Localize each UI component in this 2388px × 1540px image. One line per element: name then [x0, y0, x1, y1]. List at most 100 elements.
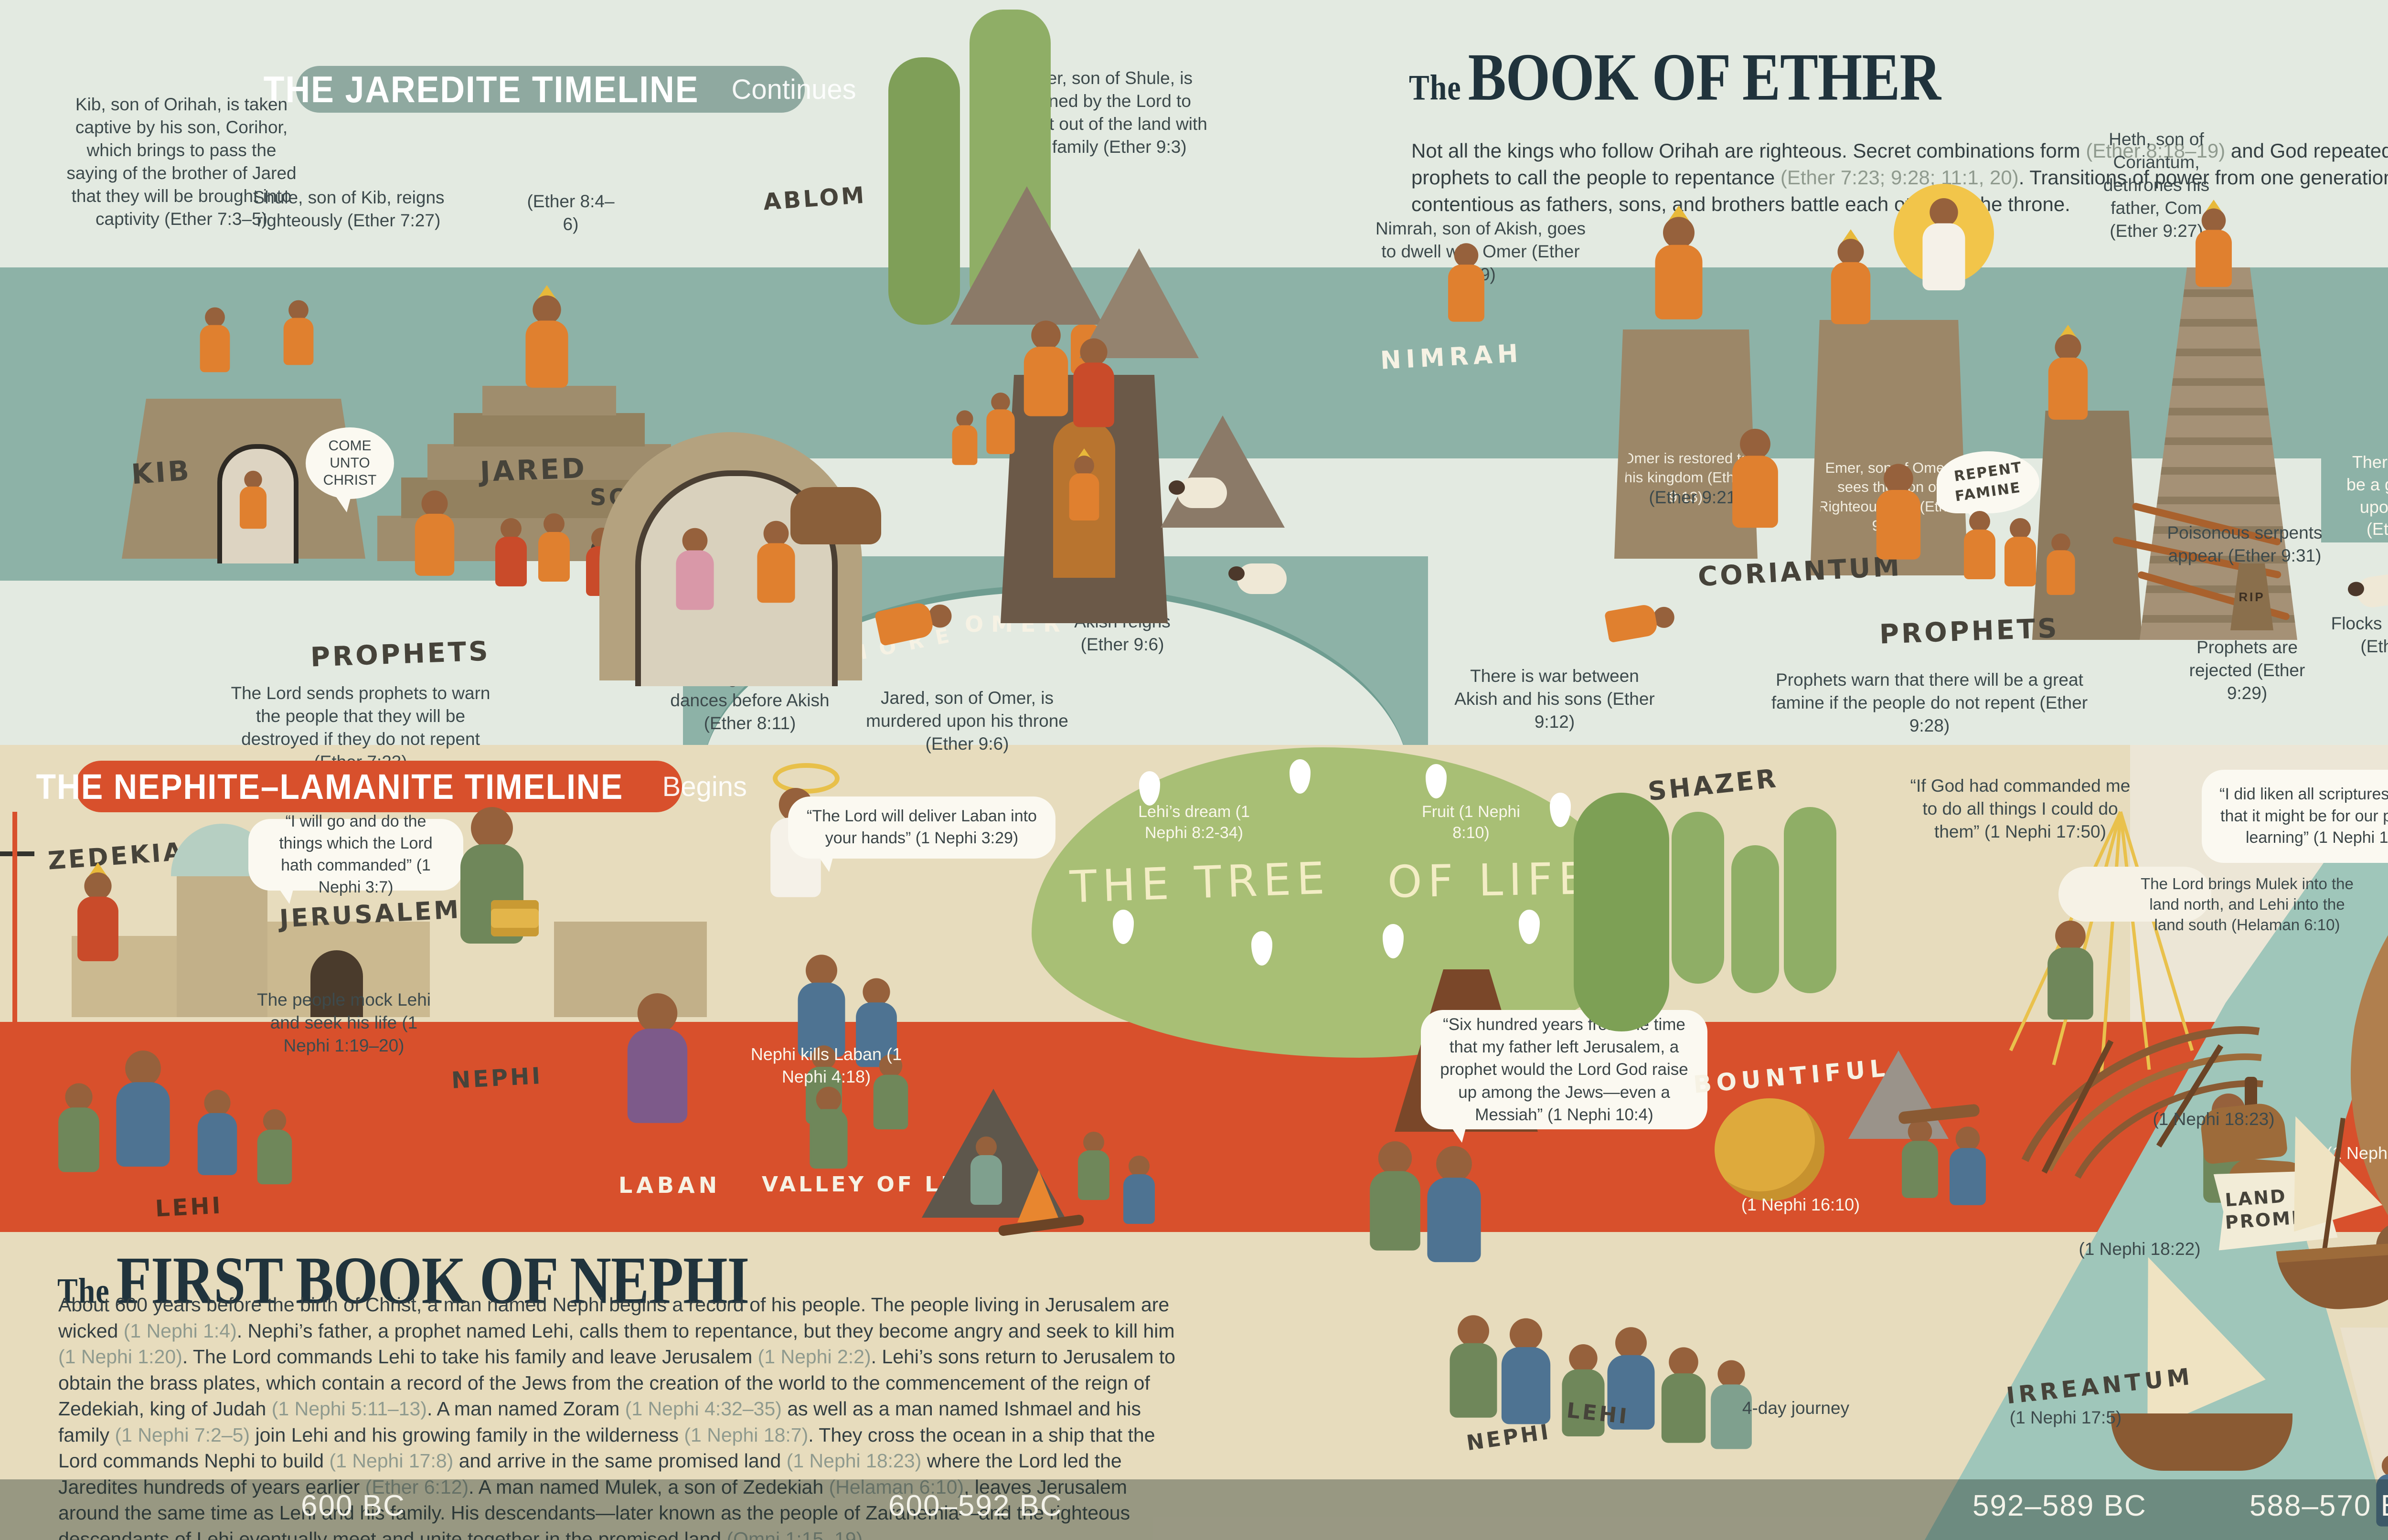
figure-omer-father — [1023, 320, 1069, 416]
teal-band-right-extension — [2321, 457, 2388, 542]
caption-jared-murdered: Jared, son of Omer, is murdered upon his… — [866, 688, 1068, 754]
fruit-6 — [1251, 931, 1272, 966]
date-600-592-bc: 600–592 BC — [888, 1489, 1063, 1522]
docked-ship-hull — [2111, 1413, 2292, 1471]
tree-omer-1 — [888, 57, 960, 325]
date-592-589-bc: 592–589 BC — [1972, 1489, 2147, 1522]
figure-nephi-praying — [2046, 920, 2095, 1020]
figure-zedekiah — [76, 862, 120, 961]
label-jared: JARED — [479, 452, 588, 488]
figure-nephi-sword — [809, 1086, 849, 1169]
caption-prophets-rejected: Prophets are rejected (Ether 9:29) — [2189, 637, 2305, 703]
rip-text: RIP — [2239, 589, 2265, 604]
ziggurat-step-4 — [454, 413, 645, 446]
figure-daughter-of-jared — [675, 528, 715, 610]
figure-omer-restored-king — [1654, 205, 1704, 319]
caption-omer-restored: Omer is restored to his kingdom (Ether 9… — [1621, 449, 1750, 507]
caption-fruit: Fruit (1 Nephi 8:10) — [1422, 803, 1520, 842]
fruit-4 — [1550, 793, 1571, 827]
figure-nephi-speaking — [1368, 1141, 1422, 1251]
figure-walk-6 — [1710, 1360, 1753, 1449]
landmass — [2350, 935, 2388, 1216]
gold-plates — [491, 900, 539, 936]
nephite-timeline-header: THE NEPHITE–LAMANITE TIMELINE Begins — [36, 761, 747, 812]
bubble-go-and-do: “I will go and do the things which the L… — [248, 812, 463, 904]
jaredite-header-suffix: Continues — [731, 74, 856, 105]
figure-slain — [1604, 599, 1677, 644]
caption-kib-captive: Kib, son of Orihah, is taken captive by … — [66, 95, 297, 229]
figure-nimrah — [1447, 243, 1486, 322]
figure-shule-king — [524, 285, 570, 388]
figure-omer-girl — [951, 410, 978, 465]
timeline-bar — [0, 1479, 2388, 1540]
ship-under-construction — [2021, 1026, 2263, 1179]
label-prophets-jaredite: PROPHETS — [309, 636, 491, 673]
label-prophets-ether: PROPHETS — [1878, 613, 2060, 650]
ref-ether-8-4-6: (Ether 8:4–6) — [527, 191, 615, 234]
ref-1-nephi-16-10: (1 Nephi 16:10) — [1741, 1195, 1860, 1214]
bubble-repent-famine: REPENT FAMINE — [1937, 451, 2039, 527]
figure-famine-woman — [2004, 518, 2037, 586]
figure-famine-man — [1963, 511, 1996, 579]
figure-swordsman-1 — [199, 307, 231, 372]
figure-famine-prophet — [1875, 464, 1922, 560]
first-nephi-title-main: FIRST BOOK OF NEPHI — [116, 1243, 750, 1318]
ether-title-the: The — [1409, 67, 1461, 108]
jaredite-timeline-header: THE JAREDITE TIMELINE Continues — [264, 66, 856, 113]
sun-rays — [2009, 811, 2194, 1075]
caption-lord-sends-prophets: The Lord sends prophets to warn the peop… — [231, 683, 490, 772]
figure-swordsman-2 — [283, 300, 315, 365]
figure-prophet-lead — [414, 490, 456, 576]
shazer-bush — [1574, 793, 1669, 1031]
ox-ablom — [790, 487, 881, 544]
sheep-1 — [1169, 478, 1227, 508]
caption-serpents: Poisonous serpents appear (Ether 9:31) — [2167, 523, 2323, 566]
figure-omer-boy — [986, 393, 1016, 454]
timeline-red-line — [12, 812, 17, 1022]
figure-carry-wood-2 — [1949, 1126, 1987, 1205]
tent-omer-3 — [1161, 415, 1285, 528]
ziggurat-step-5 — [482, 386, 616, 415]
bubble-come-unto-christ: COME UNTO CHRIST — [306, 427, 394, 512]
label-lehi-group: LEHI — [154, 1192, 224, 1222]
jaredite-header-title: THE JAREDITE TIMELINE — [264, 68, 699, 110]
figure-fire-1 — [970, 1136, 1003, 1205]
ref-1-nephi-18-22: (1 Nephi 18:22) — [2079, 1239, 2201, 1259]
ether-intro-paragraph: Not all the kings who follow Orihah are … — [1411, 139, 2388, 215]
ref-1-nephi-18-23: (1 Nephi 18:23) — [2153, 1109, 2275, 1129]
caption-shule-reigns: Shule, son of Kib, reigns righteously (E… — [253, 188, 445, 231]
shazer-tree-3 — [1784, 807, 1836, 993]
timeline-connector-line — [0, 851, 34, 856]
figure-walk-1 — [1449, 1315, 1499, 1418]
heth-tower — [2032, 411, 2142, 640]
figure-walk-3 — [1561, 1344, 1606, 1437]
fruit-5 — [1113, 910, 1134, 944]
liahona-ball — [1715, 1098, 1824, 1201]
fruit-8 — [1519, 910, 1540, 944]
caption-omer-warned: Omer, son of Shule, is warned by the Lor… — [1004, 68, 1207, 157]
ocean-wedge — [1925, 812, 2388, 1540]
figure-omer-mother — [1072, 338, 1116, 427]
sheep-2 — [1228, 563, 1287, 594]
figure-crowd-1 — [57, 1083, 101, 1172]
caption-mulek: The Lord brings Mulek into the land nort… — [2141, 875, 2354, 934]
figure-coriantum-king — [1731, 428, 1780, 528]
rip-tombstone: RIP — [2230, 563, 2273, 630]
label-kib: KIB — [130, 454, 192, 491]
shazer-tree-2 — [1731, 845, 1779, 993]
figure-famine-boy — [2046, 533, 2076, 595]
sheep-fleeing-1 — [2347, 572, 2388, 609]
caption-prophets-warn-famine: Prophets warn that there will be a great… — [1771, 670, 2088, 736]
figure-promise-woman-cheering — [2375, 1455, 2388, 1527]
caption-nimrah: Nimrah, son of Akish, goes to dwell with… — [1375, 219, 1586, 284]
figure-akish-watching — [756, 520, 796, 603]
coast-water-land — [1925, 812, 2388, 1540]
fruit-3 — [1426, 764, 1447, 798]
figure-crowd-3 — [256, 1109, 293, 1185]
caption-if-god-commanded: “If God had commanded me to do all thing… — [1910, 776, 2131, 842]
caption-mock-lehi: The people mock Lehi and seek his life (… — [256, 990, 431, 1056]
cloud — [2058, 867, 2211, 922]
first-nephi-paragraph: About 600 years before the birth of Chri… — [58, 1294, 1175, 1540]
